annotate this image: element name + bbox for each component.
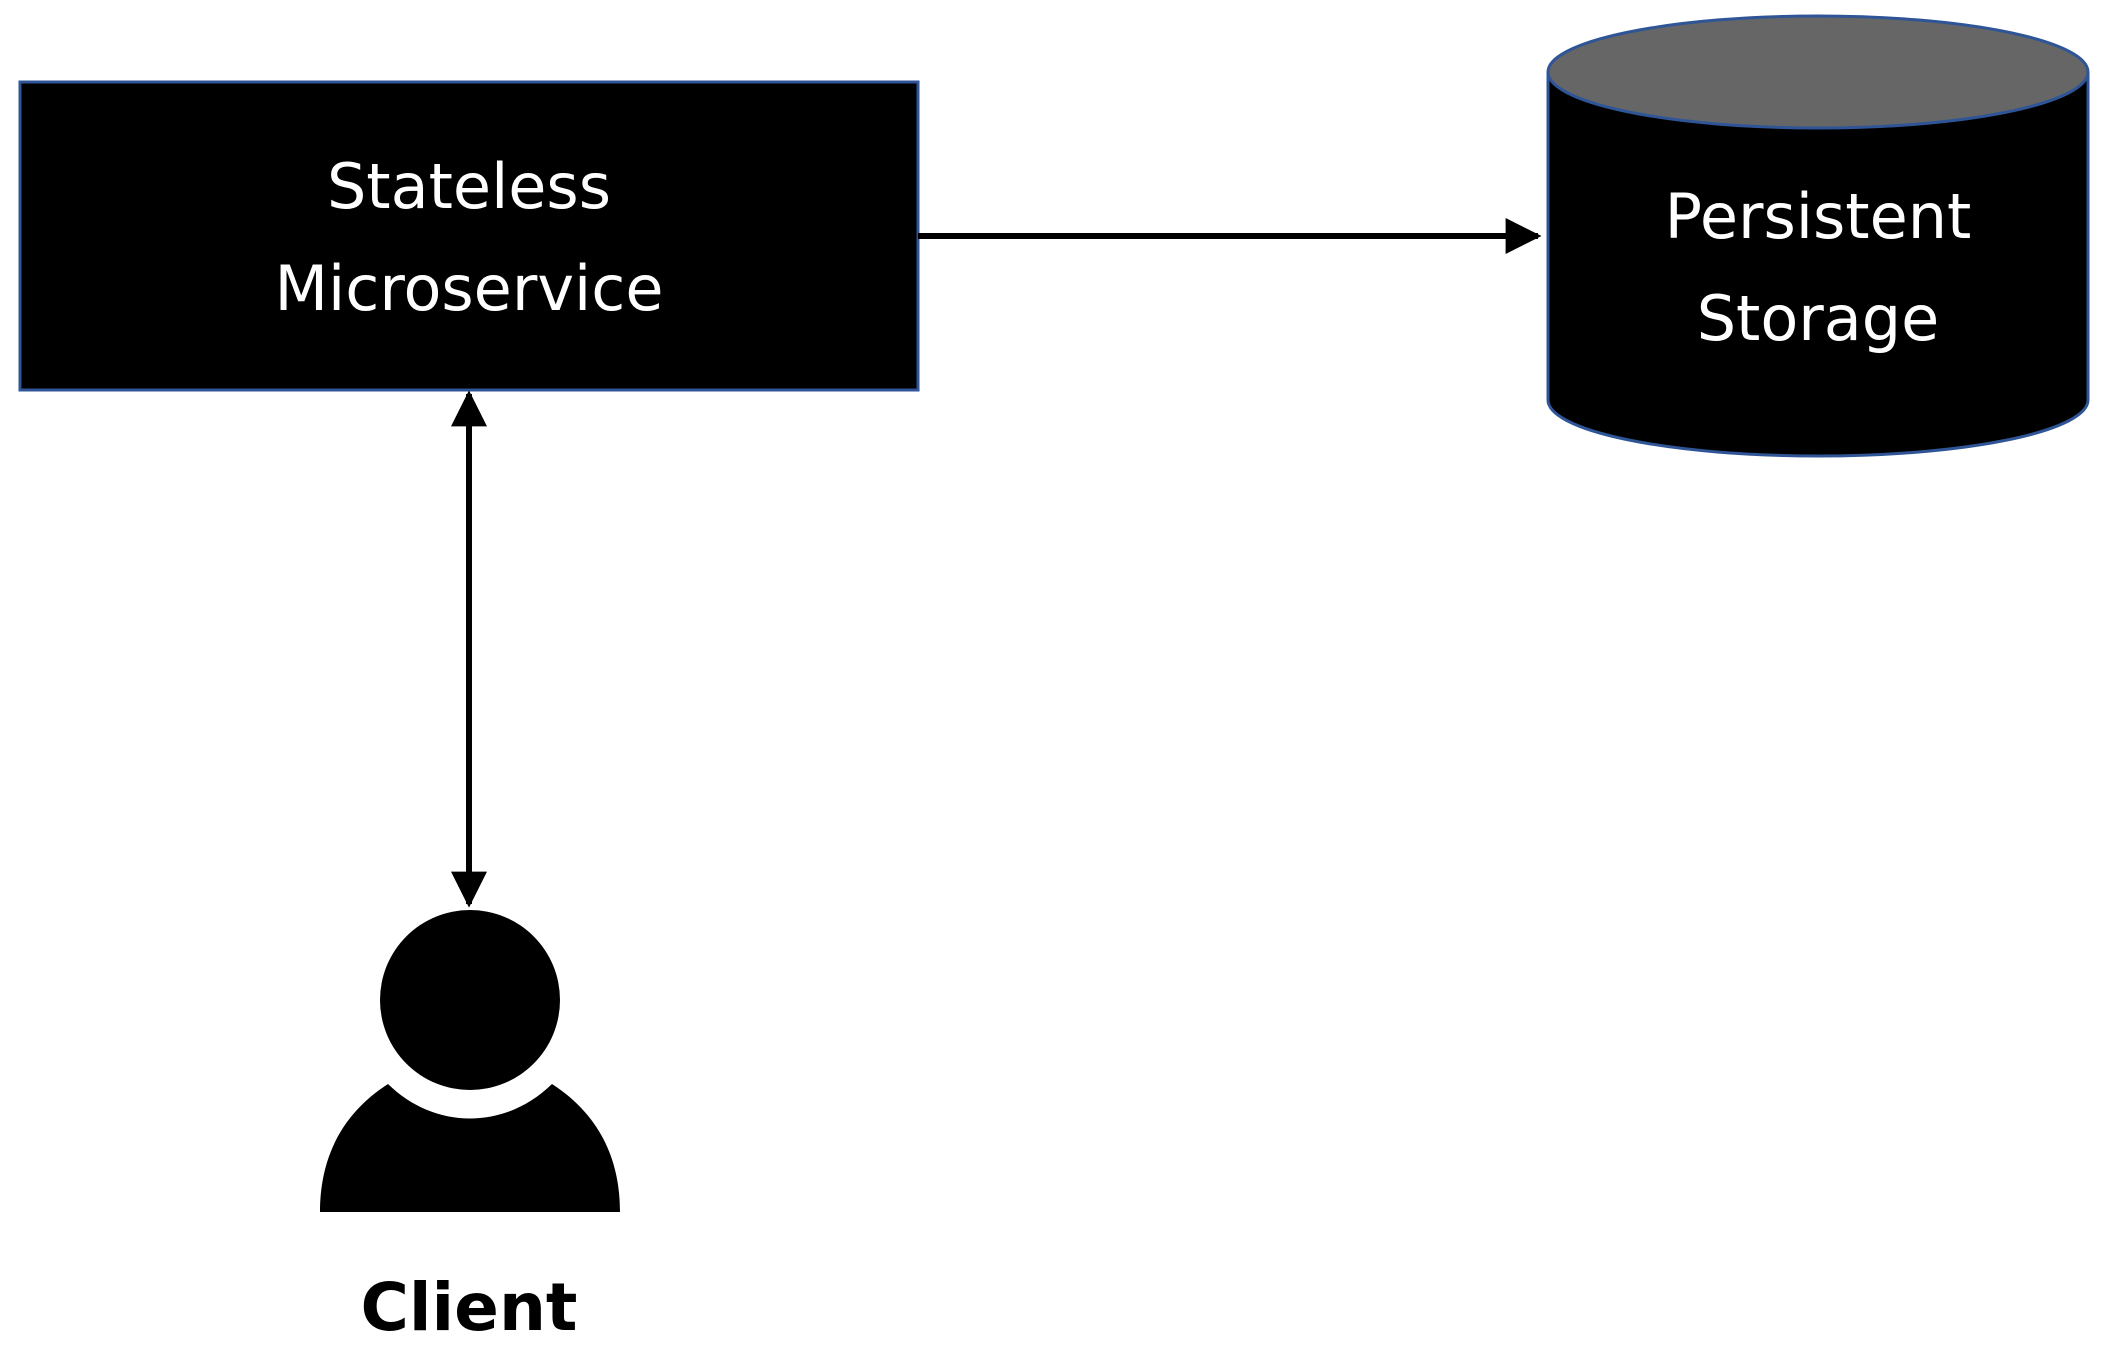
storage-cylinder-body xyxy=(1546,72,2090,458)
storage-label-line1: Persistent xyxy=(1665,180,1972,253)
storage-label-line2: Storage xyxy=(1697,282,1940,355)
person-icon xyxy=(320,910,620,1212)
client-node: Client xyxy=(320,910,620,1346)
microservice-node: Stateless Microservice xyxy=(18,80,920,392)
storage-node: Persistent Storage xyxy=(1546,14,2090,458)
microservice-label-line1: Stateless xyxy=(327,150,611,223)
client-label: Client xyxy=(361,1269,578,1346)
storage-cylinder-top xyxy=(1546,14,2090,130)
microservice-box xyxy=(18,80,920,392)
microservice-label-line2: Microservice xyxy=(275,252,664,325)
